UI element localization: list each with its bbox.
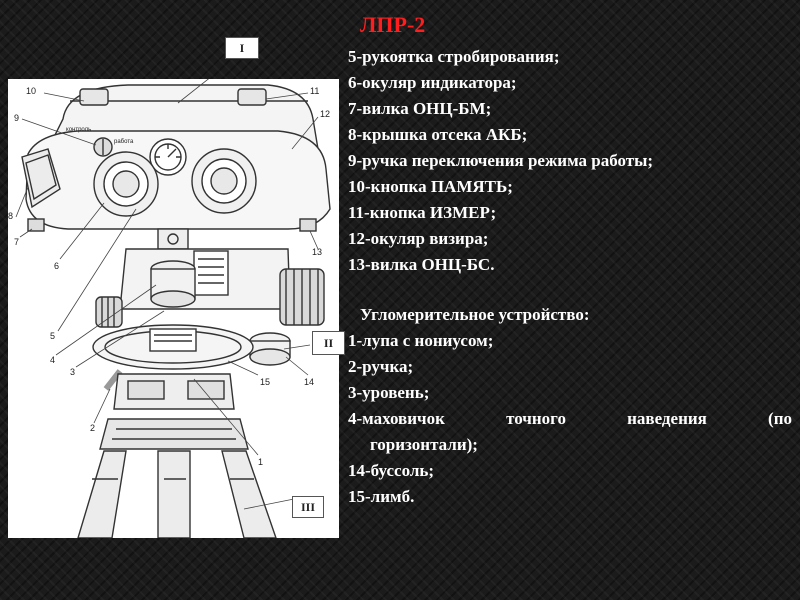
callout-15: 15 (260, 377, 270, 387)
list-spacer (348, 278, 792, 302)
callout-5: 5 (50, 331, 55, 341)
callout-12: 12 (320, 109, 330, 119)
slide-title: ЛПР-2 (360, 12, 426, 37)
callout-4: 4 (50, 355, 55, 365)
goniometer-item: 2-ручка; (348, 357, 414, 376)
goniometer-item: 4-маховичок точного наведения (по (348, 409, 792, 428)
component-item: 13-вилка ОНЦ-БС. (348, 255, 495, 274)
component-item: 12-окуляр визира; (348, 229, 489, 248)
callout-8: 8 (8, 211, 13, 221)
goniometer-item: 15-лимб. (348, 487, 415, 506)
component-item: 7-вилка ОНЦ-БМ; (348, 99, 492, 118)
section-label-ii: II (312, 331, 345, 355)
device-illustration: 10 11 9 12 8 7 13 6 5 4 3 15 14 2 1 конт… (8, 79, 339, 538)
component-item: 9-ручка переключения режима работы; (348, 151, 654, 170)
goniometer-item-continuation: горизонтали); (370, 435, 478, 454)
callout-11: 11 (310, 86, 319, 96)
section-label-i: I (225, 37, 259, 59)
callout-1: 1 (258, 457, 263, 467)
callout-2: 2 (90, 423, 95, 433)
switch-label-work: работа (114, 139, 134, 145)
switch-label-control: контроль (66, 127, 91, 133)
callout-9: 9 (14, 113, 19, 123)
component-item: 6-окуляр индикатора; (348, 73, 517, 92)
goniometer-heading: Угломерительное устройство: (360, 305, 590, 324)
callout-10: 10 (26, 86, 36, 96)
callout-6: 6 (54, 261, 59, 271)
goniometer-item: 3-уровень; (348, 383, 430, 402)
goniometer-item: 14-буссоль; (348, 461, 435, 480)
component-list: 5-рукоятка стробирования; 6-окуляр индик… (348, 44, 792, 510)
component-item: 5-рукоятка стробирования; (348, 47, 560, 66)
callout-14: 14 (304, 377, 314, 387)
rangefinder-drawing: 10 11 9 12 8 7 13 6 5 4 3 15 14 2 1 конт… (8, 79, 331, 538)
callout-13: 13 (312, 247, 322, 257)
callout-7: 7 (14, 237, 19, 247)
component-item: 10-кнопка ПАМЯТЬ; (348, 177, 513, 196)
callout-3: 3 (70, 367, 75, 377)
component-item: 11-кнопка ИЗМЕР; (348, 203, 497, 222)
goniometer-item: 1-лупа с нониусом; (348, 331, 494, 350)
section-label-iii: III (292, 496, 324, 518)
component-item: 8-крышка отсека АКБ; (348, 125, 528, 144)
